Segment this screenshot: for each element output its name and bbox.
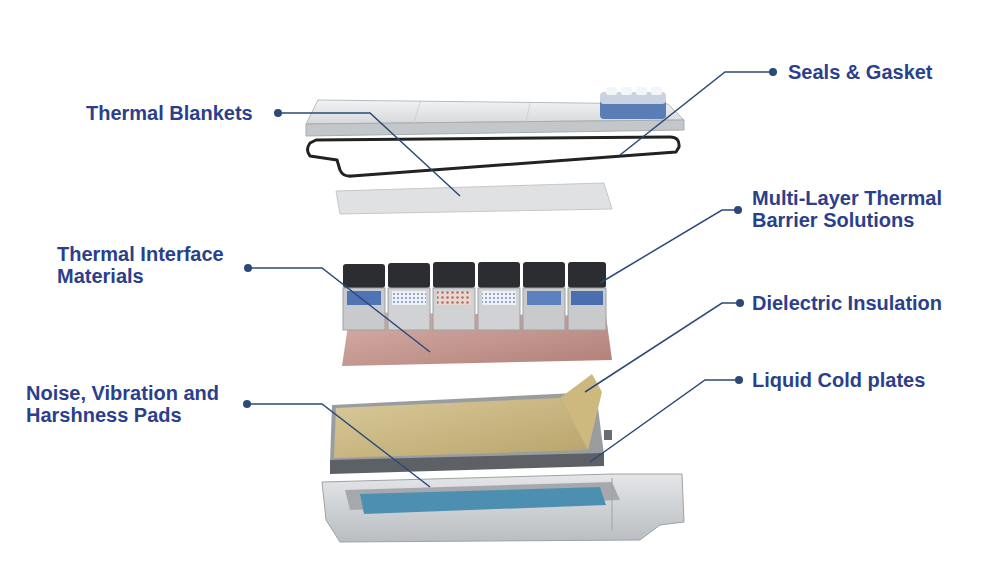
callout-label: Dielectric Insulation <box>752 292 992 314</box>
callout-label: Noise, Vibration and Harshness Pads <box>26 382 244 426</box>
lid <box>306 87 684 136</box>
tray <box>322 474 684 542</box>
leader-dots <box>243 68 777 408</box>
thermal-blanket <box>336 183 612 214</box>
callout-label: Thermal Blankets <box>86 102 271 124</box>
gasket <box>308 137 680 176</box>
cold-plate <box>330 374 612 474</box>
leader-lines <box>247 72 773 487</box>
callout-label: Seals & Gasket <box>788 61 988 83</box>
callout-label: Liquid Cold plates <box>752 369 992 391</box>
callout-label: Thermal Interface Materials <box>57 243 242 287</box>
cell-module <box>343 262 606 330</box>
callout-label: Multi-Layer Thermal Barrier Solutions <box>752 187 984 231</box>
